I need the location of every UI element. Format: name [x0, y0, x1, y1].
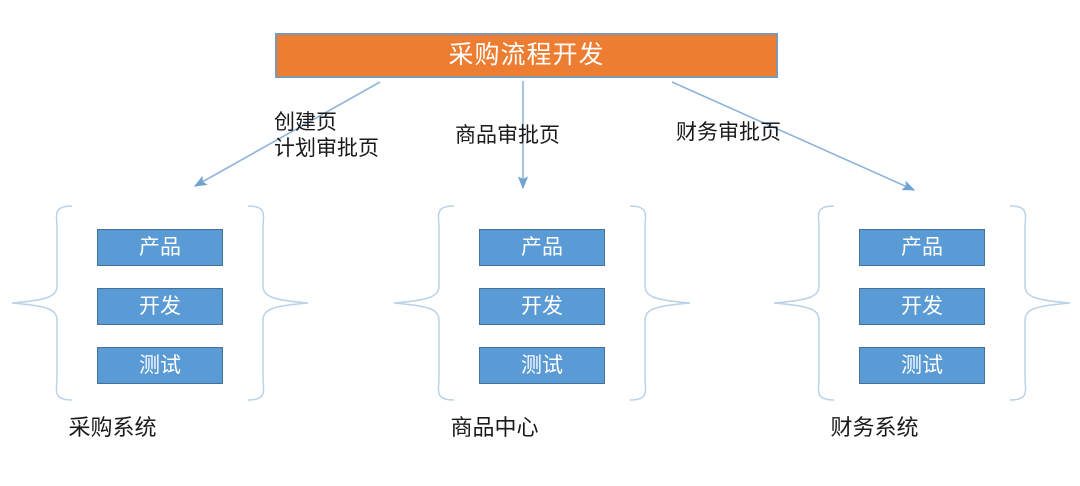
item-label: 测试 — [901, 354, 943, 377]
group-product-center: 产品 开发 测试 商品中心 — [382, 205, 702, 455]
group-finance-system: 产品 开发 测试 财务系统 — [762, 205, 1080, 455]
item-box-testing[interactable]: 测试 — [859, 347, 985, 384]
item-label: 测试 — [139, 354, 181, 377]
edge-label-product-approval-page: 商品审批页 — [455, 124, 560, 147]
root-node-label: 采购流程开发 — [448, 41, 605, 69]
item-label: 产品 — [521, 236, 563, 259]
group-items-list: 产品 开发 测试 — [859, 229, 985, 406]
group-caption: 采购系统 — [68, 415, 157, 440]
edge-label-create-page: 创建页 计划审批页 — [274, 111, 379, 161]
item-box-development[interactable]: 开发 — [859, 288, 985, 325]
item-box-development[interactable]: 开发 — [479, 288, 605, 325]
group-items-list: 产品 开发 测试 — [97, 229, 223, 406]
group-caption: 财务系统 — [830, 415, 919, 440]
item-label: 产品 — [139, 236, 181, 259]
item-box-development[interactable]: 开发 — [97, 288, 223, 325]
item-label: 开发 — [901, 295, 943, 318]
item-label: 开发 — [139, 295, 181, 318]
item-box-product[interactable]: 产品 — [479, 229, 605, 266]
item-box-product[interactable]: 产品 — [97, 229, 223, 266]
group-procurement-system: 产品 开发 测试 采购系统 — [0, 205, 320, 455]
item-label: 产品 — [901, 236, 943, 259]
group-caption: 商品中心 — [450, 415, 539, 440]
item-box-testing[interactable]: 测试 — [97, 347, 223, 384]
item-label: 测试 — [521, 354, 563, 377]
group-items-list: 产品 开发 测试 — [479, 229, 605, 406]
root-node-title-box[interactable]: 采购流程开发 — [275, 33, 778, 78]
item-box-testing[interactable]: 测试 — [479, 347, 605, 384]
item-box-product[interactable]: 产品 — [859, 229, 985, 266]
edge-label-finance-approval-page: 财务审批页 — [676, 121, 781, 144]
item-label: 开发 — [521, 295, 563, 318]
